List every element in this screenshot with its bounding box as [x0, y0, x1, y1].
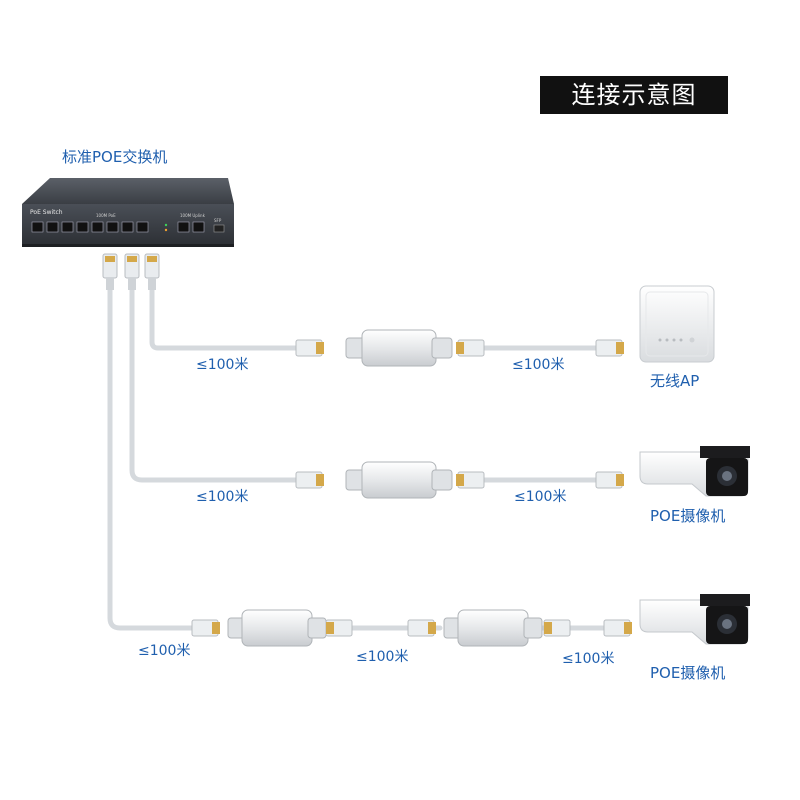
distance-label: ≤100米: [196, 489, 249, 505]
wireless-ap-icon: [639, 285, 715, 363]
switch-ports: [31, 221, 225, 233]
bullet-camera-icon: [639, 446, 750, 497]
row3-connectors: [191, 609, 632, 647]
switch-uplink-label: 100M Uplink: [180, 213, 206, 218]
poe-switch: PoE Switch 100M PoE 100M Uplink SFP: [22, 178, 234, 247]
distance-label: ≤100米: [512, 357, 565, 373]
bullet-camera-icon: [639, 594, 750, 645]
row2-connectors: [295, 461, 624, 499]
distance-label: ≤100米: [138, 643, 191, 659]
diagram-title: 连接示意图: [540, 76, 728, 114]
switch-sfp-label: SFP: [214, 218, 222, 223]
distance-label: ≤100米: [514, 489, 567, 505]
row1-connectors: [295, 329, 624, 367]
device-label-camera-2: POE摄像机: [650, 664, 726, 682]
rj45-plugs-switch: [102, 253, 160, 290]
switch-brand: PoE Switch: [30, 209, 63, 216]
switch-label: 标准POE交换机: [62, 148, 168, 166]
distance-label: ≤100米: [196, 357, 249, 373]
distance-label: ≤100米: [356, 649, 409, 665]
device-label-ap: 无线AP: [650, 372, 700, 390]
device-label-camera-1: POE摄像机: [650, 507, 726, 525]
switch-port-group-label: 100M PoE: [96, 213, 116, 218]
distance-label: ≤100米: [562, 651, 615, 667]
